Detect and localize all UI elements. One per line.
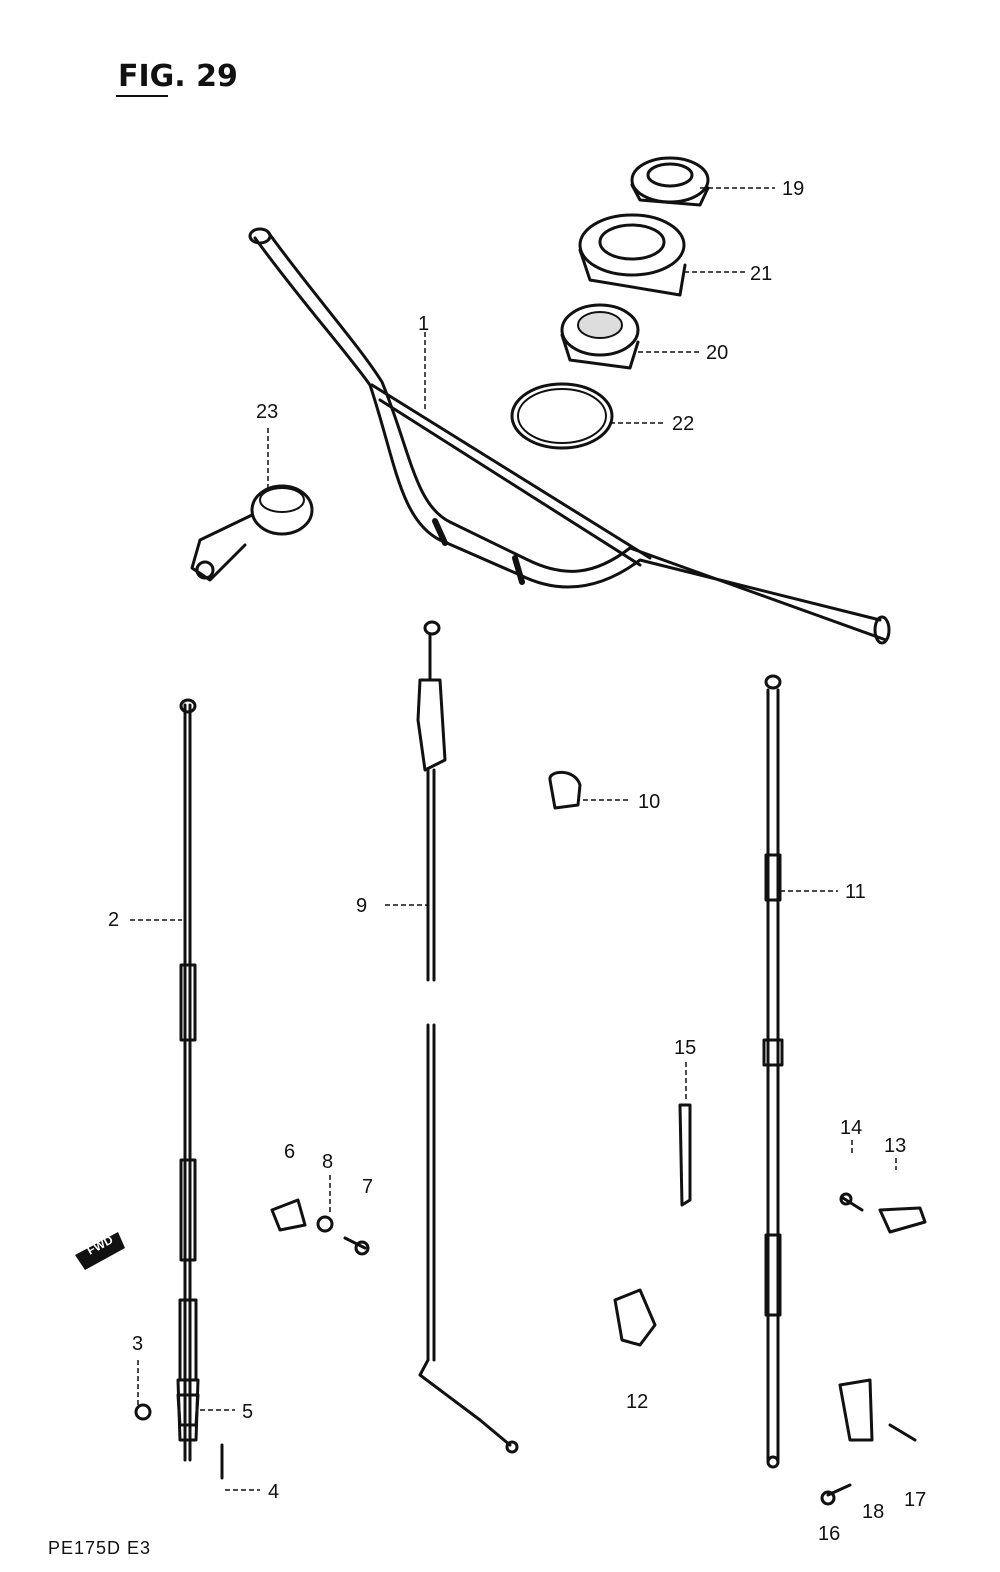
cable-2: [176, 698, 200, 1462]
bolt-7: [343, 1236, 370, 1256]
callout-23: 23: [256, 401, 278, 423]
callout-8: 8: [322, 1151, 333, 1173]
bolt-16: [820, 1483, 852, 1506]
figure-title: FIG. 29: [118, 59, 238, 94]
callout-22: 22: [672, 413, 694, 435]
callout-2: 2: [108, 909, 119, 931]
bracket-13: [878, 1206, 927, 1234]
callout-17: 17: [904, 1489, 926, 1511]
handlebar: [248, 227, 891, 645]
callout-9: 9: [356, 895, 367, 917]
callout-16: 16: [818, 1523, 840, 1545]
bracket-6: [270, 1198, 307, 1232]
callout-1: 1: [418, 313, 429, 335]
screw-3: [134, 1403, 152, 1421]
washer-8: [316, 1215, 334, 1233]
cable-11: [762, 674, 784, 1469]
callout-4: 4: [268, 1481, 279, 1503]
callout-13: 13: [884, 1135, 906, 1157]
bearing-nut-19: [630, 156, 710, 207]
callout-3: 3: [132, 1333, 143, 1355]
cable-9: [416, 620, 519, 1454]
screw-17: [888, 1423, 917, 1442]
callout-21: 21: [750, 263, 772, 285]
callout-18: 18: [862, 1501, 884, 1523]
clamp-10: [548, 770, 582, 810]
callout-10: 10: [638, 791, 660, 813]
holder-12: [613, 1288, 657, 1347]
o-ring-22: [510, 382, 614, 450]
bolt-14: [839, 1192, 864, 1212]
callout-12: 12: [626, 1391, 648, 1413]
callout-6: 6: [284, 1141, 295, 1163]
callout-7: 7: [362, 1176, 373, 1198]
callout-11: 11: [845, 881, 866, 903]
model-code: PE175D E3: [48, 1538, 151, 1558]
callout-14: 14: [840, 1117, 862, 1139]
callout-15: 15: [674, 1037, 696, 1059]
bracket-18: [838, 1378, 874, 1442]
throttle-housing-23: [190, 484, 314, 582]
holder-5: [176, 1393, 200, 1427]
callout-19: 19: [782, 178, 804, 200]
callout-20: 20: [706, 342, 728, 364]
bearing-20: [560, 303, 640, 370]
leader-lines: [130, 187, 897, 1491]
clip-15: [678, 1103, 692, 1207]
fwd-arrow: FWD: [75, 1232, 125, 1270]
callout-5: 5: [242, 1401, 253, 1423]
bearing-race-21: [578, 213, 687, 297]
